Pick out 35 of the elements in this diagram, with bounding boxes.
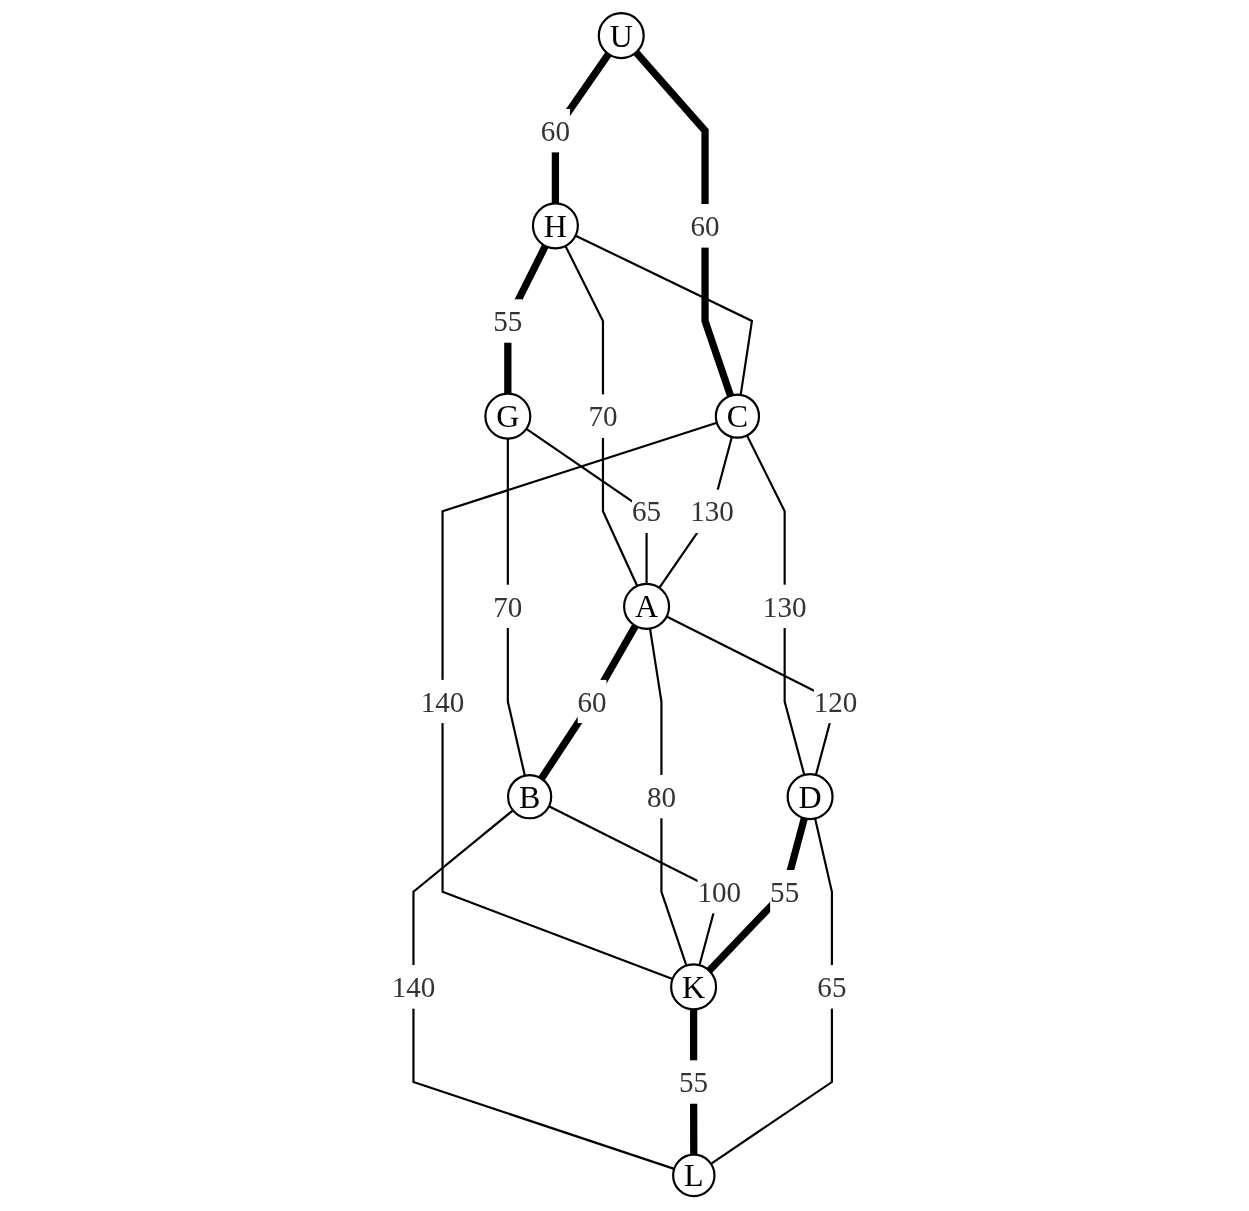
node-circle: U xyxy=(597,12,645,60)
edge-label: 55 xyxy=(493,305,523,337)
node-circle: K xyxy=(670,963,718,1011)
connector xyxy=(746,434,806,776)
node-circle: C xyxy=(714,393,761,439)
connector xyxy=(710,818,833,1165)
node-circle: A xyxy=(623,582,671,630)
node-circle: D xyxy=(786,773,834,821)
edge-label: 80 xyxy=(646,780,676,813)
edge-label: 55 xyxy=(770,875,800,908)
node-circle: G xyxy=(484,392,532,440)
edge-label: 60 xyxy=(690,209,720,242)
connector xyxy=(538,624,639,781)
edge-label: 140 xyxy=(391,970,436,1003)
edge-label: 70 xyxy=(493,590,523,623)
edge-label: 130 xyxy=(762,590,807,623)
edge-label: 55 xyxy=(679,1066,709,1099)
edge-label: 65 xyxy=(632,495,662,528)
node-circle: H xyxy=(531,202,579,250)
edge-label: 130 xyxy=(690,495,734,528)
edge-label: 140 xyxy=(420,685,465,718)
edge-label: 60 xyxy=(540,114,570,147)
connector xyxy=(441,421,718,980)
connector xyxy=(412,809,675,1170)
node-circle: L xyxy=(672,1153,716,1198)
edge-label: 120 xyxy=(813,685,858,718)
connector xyxy=(575,234,754,395)
node-circle: B xyxy=(506,774,553,820)
connector xyxy=(706,817,808,974)
edge-label: 60 xyxy=(577,685,607,718)
connector xyxy=(564,245,639,587)
edge-label: 65 xyxy=(817,970,847,1003)
connector xyxy=(633,50,734,397)
edge-label: 100 xyxy=(697,875,742,908)
edge-label: 70 xyxy=(588,400,618,433)
